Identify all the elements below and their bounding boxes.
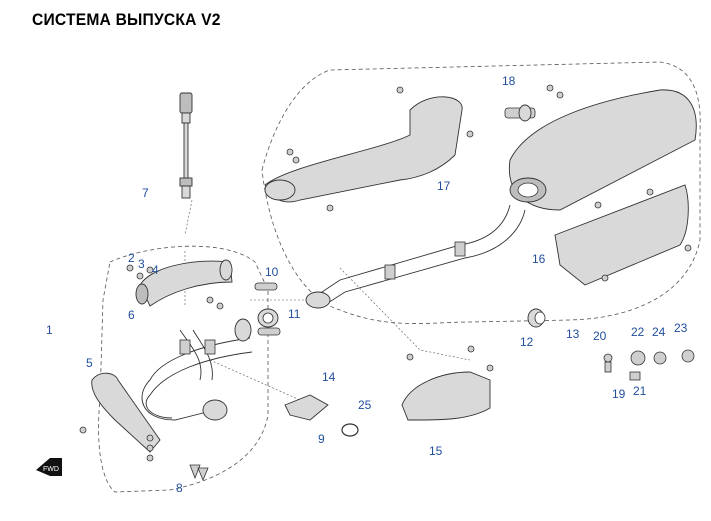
callout-21: 21 <box>633 384 647 398</box>
callout-20: 20 <box>593 329 607 343</box>
springs-and-gasket <box>254 282 281 336</box>
fasteners <box>79 84 692 462</box>
callout-7: 7 <box>142 186 149 200</box>
leader-line <box>339 267 471 361</box>
callout-labels: 1 2 3 4 5 6 7 8 9 10 11 12 13 14 15 16 1… <box>46 74 688 495</box>
callout-10: 10 <box>265 265 279 279</box>
callout-15: 15 <box>429 444 443 458</box>
callout-9: 9 <box>318 432 325 446</box>
group-outline-1 <box>98 245 269 493</box>
muffler <box>508 89 697 211</box>
callout-4: 4 <box>152 263 159 277</box>
fittings <box>189 464 209 482</box>
bracket <box>284 394 329 421</box>
ring <box>341 423 359 437</box>
callout-16: 16 <box>532 252 546 266</box>
callout-23: 23 <box>674 321 688 335</box>
leader-line <box>209 359 301 401</box>
callout-17: 17 <box>437 179 451 193</box>
callout-1: 1 <box>46 323 53 337</box>
callout-14: 14 <box>322 370 336 384</box>
callout-2: 2 <box>128 251 135 265</box>
rear-heat-shield <box>401 371 491 421</box>
main-exhaust-pipe <box>305 204 526 309</box>
fwd-arrow-icon: FWD <box>36 458 62 476</box>
lower-heat-shield <box>91 372 161 453</box>
callout-13: 13 <box>566 327 580 341</box>
callout-11: 11 <box>288 307 301 321</box>
callout-3: 3 <box>138 257 145 271</box>
callout-24: 24 <box>652 325 666 339</box>
callout-6: 6 <box>128 308 135 322</box>
mid-heat-shield <box>264 96 463 203</box>
callout-22: 22 <box>631 325 645 339</box>
callout-25: 25 <box>358 398 372 412</box>
leader-line <box>184 199 193 236</box>
fwd-label: FWD <box>43 466 59 473</box>
callout-18: 18 <box>502 74 516 88</box>
muffler-heat-shield <box>554 184 689 286</box>
callout-12: 12 <box>520 335 534 349</box>
small-hardware <box>603 349 695 381</box>
callout-8: 8 <box>176 481 183 495</box>
front-header-pipes <box>141 318 253 421</box>
rubber-mount <box>527 308 546 328</box>
diagram-title: СИСТЕМА ВЫПУСКА V2 <box>32 10 221 29</box>
oxygen-sensor <box>179 92 193 199</box>
rear-oxygen-sensor <box>504 104 536 122</box>
callout-19: 19 <box>612 387 626 401</box>
callout-5: 5 <box>86 356 93 370</box>
